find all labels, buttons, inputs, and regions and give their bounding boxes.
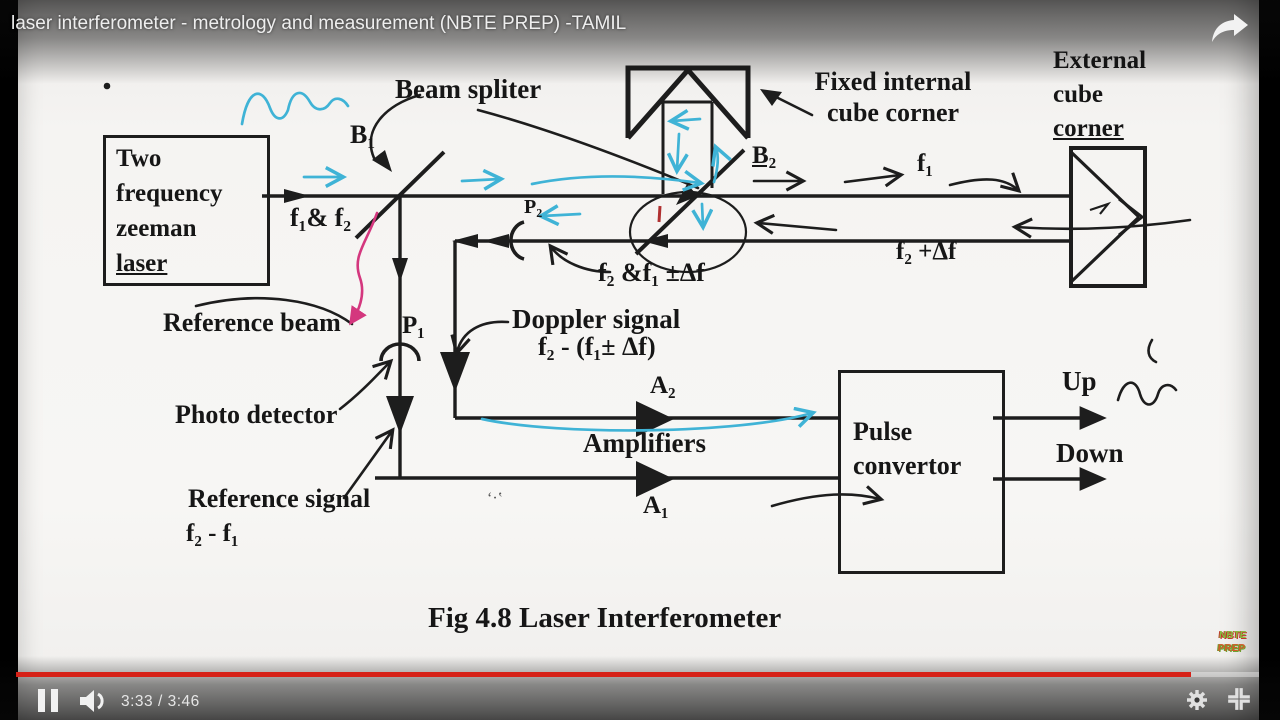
fixed-internal-line2: cube corner [826,98,960,127]
progress-fill [16,672,1191,677]
photo-detector-label: Photo detector [175,400,338,429]
f1-label: f₁ [917,150,933,177]
reference-signal-label: Reference signal [188,484,371,513]
f1-f2-label: f₁& f₂ [290,203,352,232]
laser-box-line: frequency [116,180,223,207]
p1-label: P₁ [402,312,425,339]
watermark-line2: PREP [1217,643,1246,654]
up-label: Up [1062,366,1097,396]
share-icon[interactable] [1208,8,1252,48]
pulse-convertor-box: Pulse convertor [838,370,1005,574]
external-line3: corner [1053,115,1124,142]
watermark-line1: NBTE [1218,630,1247,641]
time-display: 3:33 / 3:46 [121,693,200,710]
volume-icon[interactable] [78,688,108,714]
reference-beam-label: Reference beam [163,308,341,337]
fullscreen-icon[interactable] [1226,686,1252,712]
bottom-gradient-overlay [0,656,1280,720]
f2-f1-df-label: f₂ &f₁ ±Δf [598,258,705,287]
p2-label: P₂ [524,196,543,218]
pulse-convertor-line: Pulse [853,417,913,446]
doppler-signal-label: Doppler signal [512,304,681,334]
b1-label: B₁ [350,120,376,149]
laser-box-line: laser [116,250,168,277]
channel-watermark: NBTE PREP [1211,629,1254,655]
settings-gear-icon[interactable] [1184,687,1210,713]
doppler-formula-label: f₂ - (f₁± Δf) [538,332,656,361]
f2-plus-df-label: f₂ +Δf [896,238,957,265]
amplifiers-label: Amplifiers [583,428,706,458]
stray-marks: ʻ·ʽ [487,490,503,507]
laser-box: Two frequency zeeman laser [103,135,270,286]
pulse-convertor-line: convertor [853,451,962,480]
external-line2: cube [1053,81,1103,108]
pause-button[interactable] [38,689,45,712]
b2-label: B₂ [752,142,777,169]
reference-signal-formula: f₂ - f₁ [186,520,239,547]
figure-caption: Fig 4.8 Laser Interferometer [428,602,782,634]
video-title[interactable]: laser interferometer - metrology and mea… [11,13,627,34]
a2-label: A₂ [650,372,676,399]
pause-button[interactable] [51,689,58,712]
top-gradient-overlay [0,0,1280,84]
a1-label: A₁ [643,492,669,519]
laser-box-line: Two [116,145,162,172]
progress-bar[interactable] [16,672,1259,677]
laser-box-line: zeeman [116,215,197,242]
down-label: Down [1056,438,1124,468]
